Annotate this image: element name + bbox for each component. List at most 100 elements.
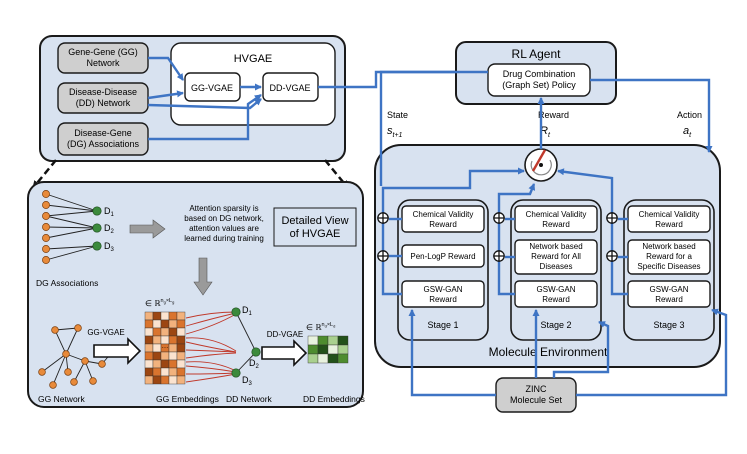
- embedding-cell: [168, 343, 178, 353]
- embedding-cell: [168, 351, 178, 361]
- embedding-cell: [152, 351, 162, 361]
- action-label: Action: [677, 110, 702, 120]
- embedding-cell: [144, 359, 154, 369]
- policy-label: Drug Combination(Graph Set) Policy: [502, 69, 576, 90]
- stage-switch-icon: [524, 148, 558, 182]
- embedding-cell: [160, 359, 170, 369]
- reward-symbol: Rt: [540, 125, 551, 139]
- dg-associations-graph: [42, 190, 102, 264]
- down-arrow: [193, 257, 213, 296]
- zoom-line-left: [32, 159, 57, 189]
- dg-associations-label: Disease-Gene(DG) Associations: [67, 128, 140, 149]
- embedding-cell: [337, 335, 349, 346]
- embedding-cell: [160, 327, 170, 337]
- embedding-cell: [176, 375, 186, 385]
- embedding-cell: [327, 353, 339, 364]
- embedding-cell: [176, 351, 186, 361]
- embedding-cell: [307, 335, 319, 346]
- stage-3-label: Stage 3: [653, 320, 684, 330]
- gg-embeddings-matrix: …: [144, 311, 186, 385]
- zinc-feed-flows: [408, 308, 728, 397]
- embedding-cell: [176, 343, 186, 353]
- dd-embeddings-matrix: [307, 335, 349, 364]
- gg-to-ggvgae-arrow: [148, 56, 184, 81]
- embedding-cell: [144, 351, 154, 361]
- gg-vgae-label: GG-VGAE: [191, 83, 233, 93]
- embedding-cell: [144, 319, 154, 329]
- dd-embeddings-caption: DD Embeddings: [303, 394, 365, 404]
- embedding-cell: [160, 311, 170, 321]
- embedding-cell: [168, 319, 178, 329]
- gg-embeddings-caption: GG Embeddings: [156, 394, 219, 404]
- stage-1-label: Stage 1: [427, 320, 458, 330]
- zoom-line-right: [324, 159, 349, 189]
- gg-network-label: Gene-Gene (GG)Network: [68, 47, 138, 68]
- dd-to-ggvgae-arrow: [147, 90, 184, 100]
- embedding-cell: [307, 353, 319, 364]
- gg-vgae-arrow-label: GG-VGAE: [87, 328, 124, 337]
- dd-network-label: Disease-Disease(DD) Network: [69, 87, 137, 108]
- embedding-cell: [152, 311, 162, 321]
- embedding-cell: [152, 319, 162, 329]
- embedding-cell: [176, 367, 186, 377]
- embedding-cell: [144, 311, 154, 321]
- dd-d3-label: D3: [242, 375, 253, 387]
- sum-nodes: [377, 212, 618, 262]
- embedding-cell: [317, 344, 329, 355]
- dd-vgae-label: DD-VGAE: [269, 83, 310, 93]
- dd-emb-dim: ∈ ℝnd×Ld: [306, 322, 335, 332]
- dd-network-graph: [231, 307, 261, 378]
- embedding-cell: [327, 344, 339, 355]
- embedding-cell: [152, 327, 162, 337]
- embedding-cell: [317, 335, 329, 346]
- embedding-cell: [168, 359, 178, 369]
- embedding-cell: [144, 367, 154, 377]
- dd-vgae-block-arrow: [261, 339, 308, 367]
- embedding-cell: [152, 335, 162, 345]
- attention-arrow: [129, 219, 166, 239]
- dd-to-ddvgae-arrow: [147, 98, 262, 110]
- embedding-cell: [327, 335, 339, 346]
- embedding-cell: [152, 375, 162, 385]
- detail-panel: D1 D2 D3 DG Associations Attention spars…: [27, 181, 365, 408]
- embedding-cell: [160, 351, 170, 361]
- hvgae-panel: HVGAE Gene-Gene (GG)Network Disease-Dise…: [39, 35, 346, 162]
- embedding-cell: [176, 319, 186, 329]
- stage-2-container: [510, 199, 602, 341]
- embedding-cell: [144, 343, 154, 353]
- embedding-cell: [160, 319, 170, 329]
- action-symbol: at: [683, 125, 692, 139]
- embedding-cell: [168, 327, 178, 337]
- embedding-cell: [144, 335, 154, 345]
- reward-summation-flows: [381, 167, 628, 296]
- hvgae-title: HVGAE: [234, 53, 273, 65]
- embedding-cell: [152, 367, 162, 377]
- embedding-cell: [176, 335, 186, 345]
- embedding-cell: [152, 359, 162, 369]
- embedding-cell: [144, 375, 154, 385]
- stage-2-label: Stage 2: [540, 320, 571, 330]
- embedding-cell: [168, 311, 178, 321]
- reward-label: Reward: [538, 110, 569, 120]
- dd-d2-label: D2: [249, 358, 260, 370]
- gg-emb-dim: ∈ ℝng×Lg: [145, 298, 174, 308]
- stage-3-container: [623, 199, 715, 341]
- dd-vgae-arrow-label: DD-VGAE: [267, 330, 303, 339]
- embedding-cell: [168, 335, 178, 345]
- embedding-cell: [160, 375, 170, 385]
- dd-d1-label: D1: [242, 305, 253, 317]
- matrix-ellipsis: …: [162, 343, 169, 350]
- embedding-cell: [160, 367, 170, 377]
- stage-1-pen-logp-label: Pen-LogP Reward: [410, 252, 475, 261]
- state-arrow: [379, 70, 488, 186]
- gg-vgae-block-arrow: [93, 337, 142, 365]
- embedding-cell: [168, 375, 178, 385]
